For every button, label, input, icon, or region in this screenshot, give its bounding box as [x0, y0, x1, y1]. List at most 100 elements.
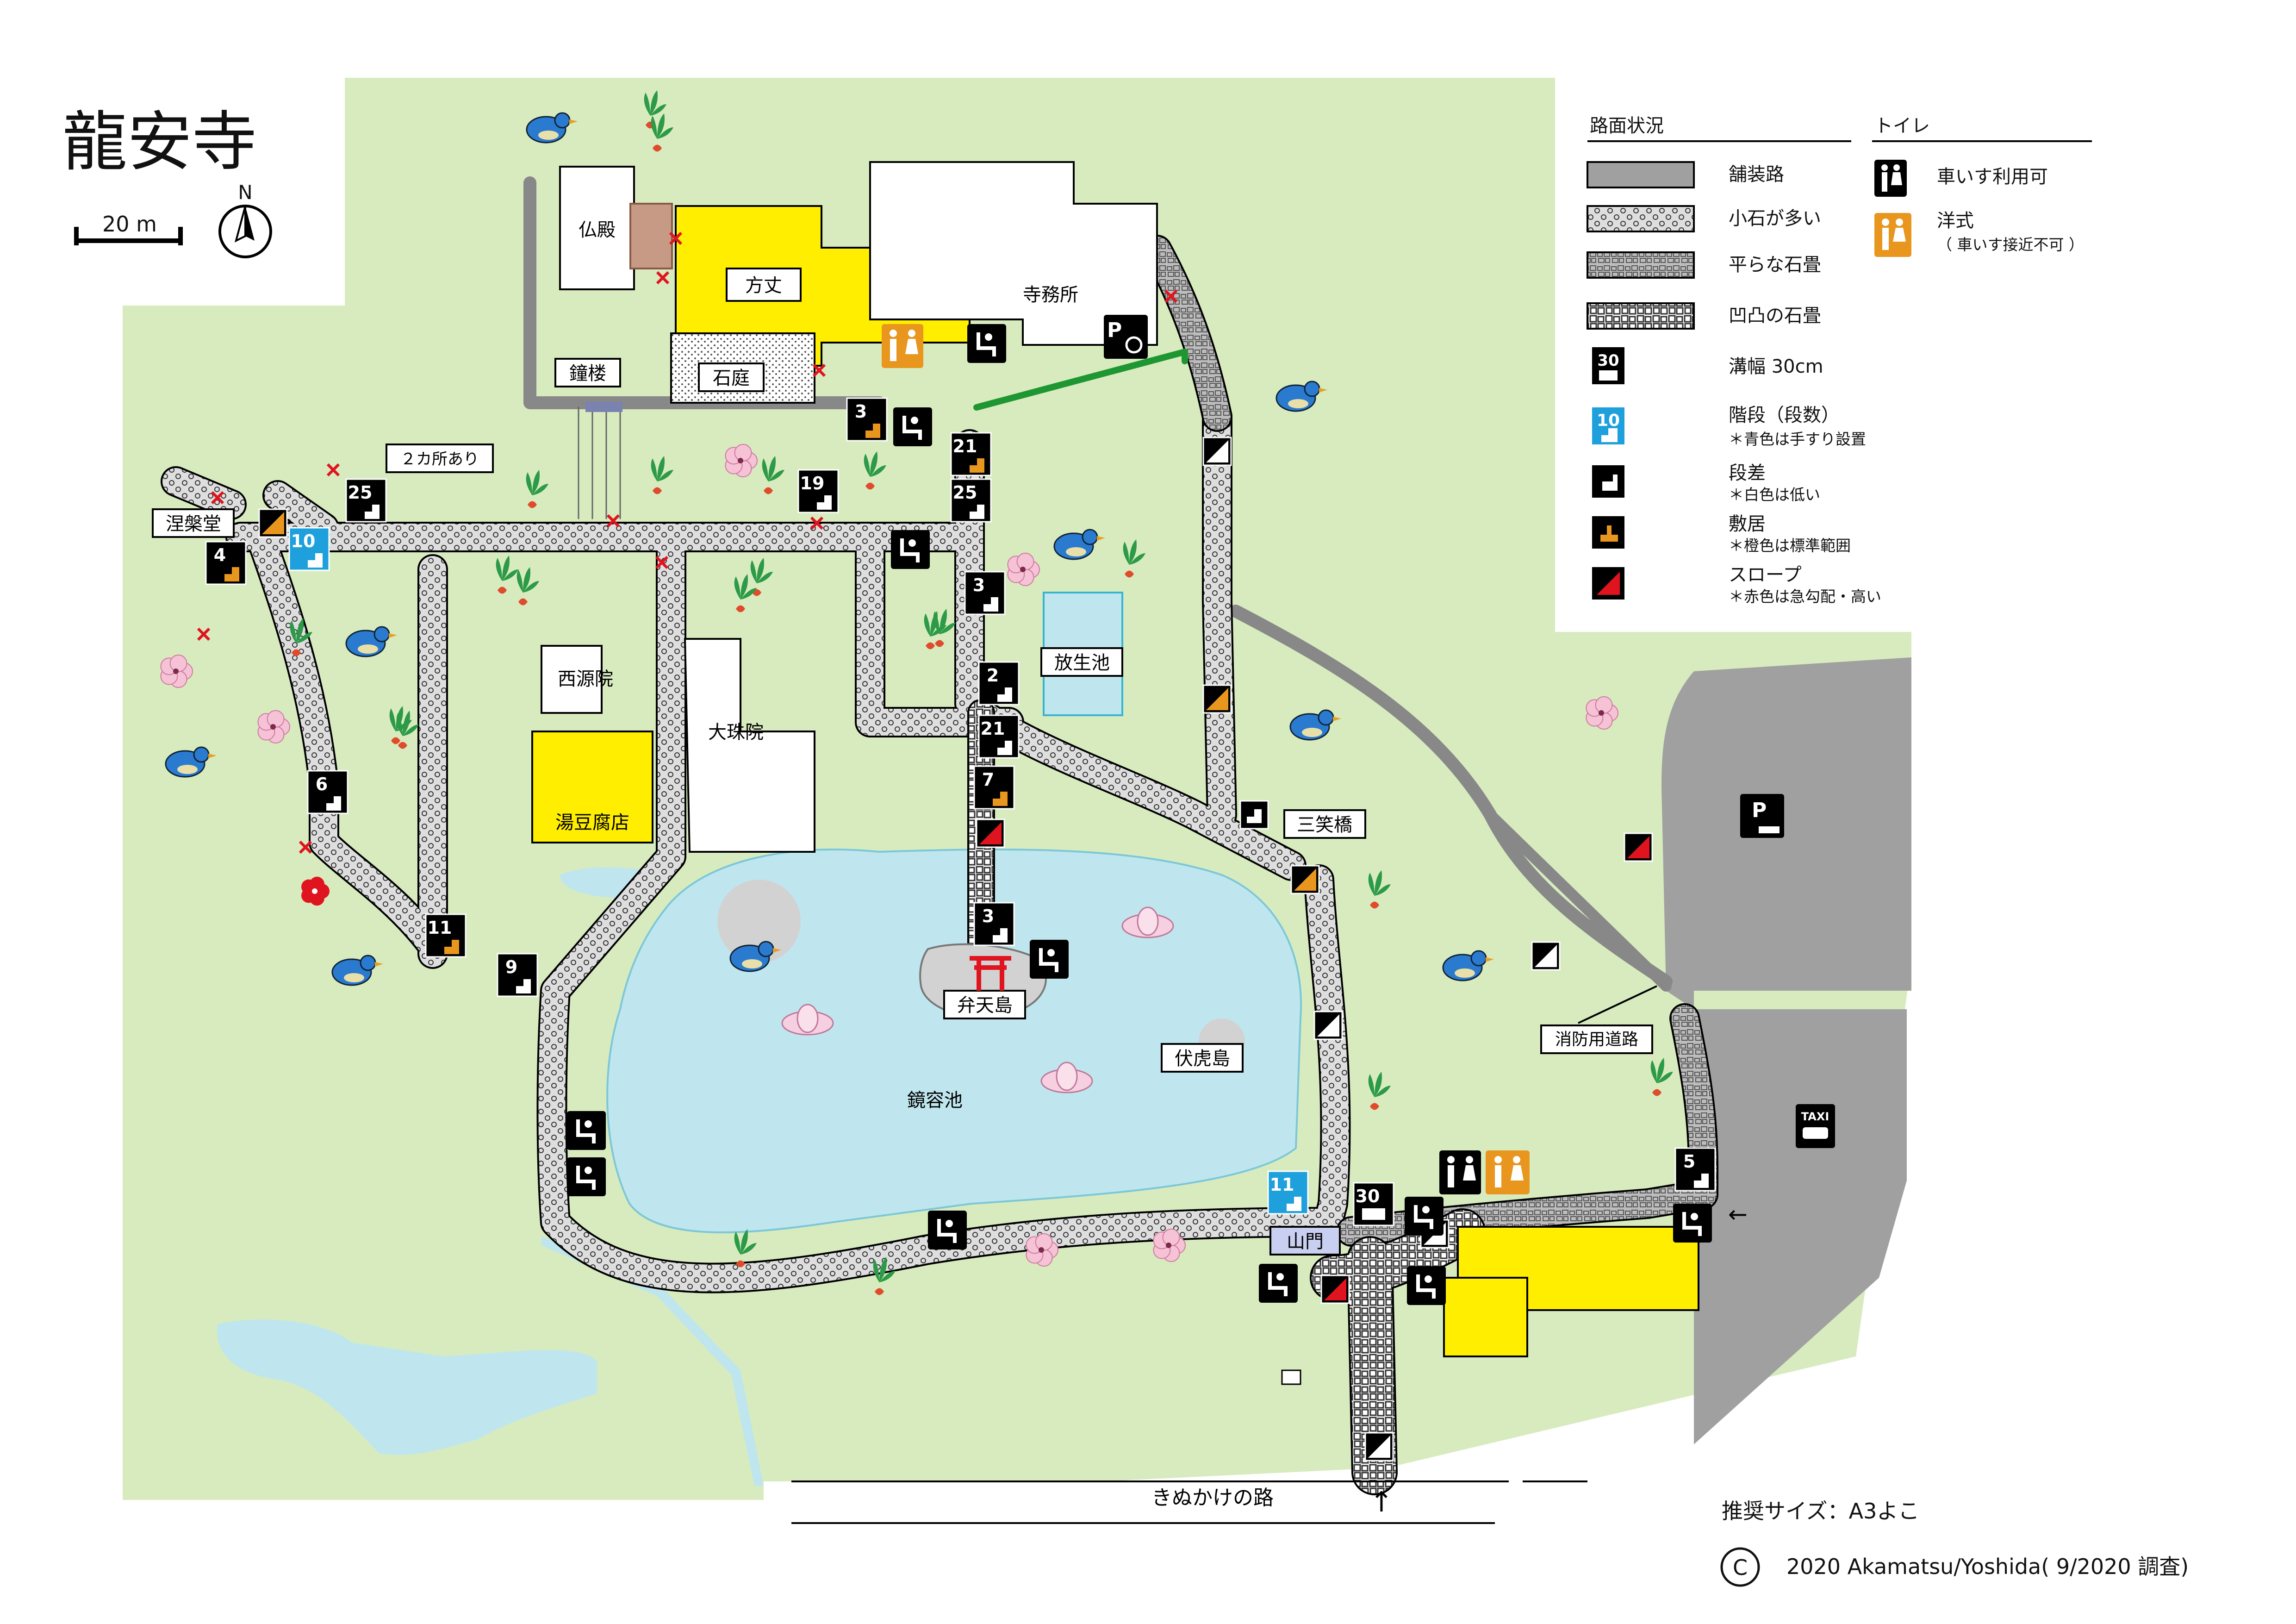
buildings: [531, 161, 1699, 1385]
svg-text:7: 7: [982, 769, 994, 790]
stairs-marker-11: 11: [425, 913, 467, 958]
svg-text:3: 3: [973, 575, 985, 595]
plum-flower-icon: [301, 876, 330, 906]
sakura-icon: [725, 443, 758, 478]
stairs-marker-3: 3: [846, 397, 888, 442]
svg-text:6: 6: [316, 774, 328, 794]
decorations: [160, 90, 1673, 1295]
svg-text:5: 5: [1683, 1151, 1695, 1172]
svg-text:＊青色は手すり設置: ＊青色は手すり設置: [1729, 430, 1866, 448]
svg-text:舗装路: 舗装路: [1729, 164, 1784, 185]
svg-text:9: 9: [505, 957, 517, 977]
sakura-icon: [160, 654, 193, 688]
svg-text:10: 10: [291, 531, 316, 551]
svg-text:P: P: [1107, 319, 1122, 342]
bird-icon: [1053, 529, 1105, 560]
label-bentenjima: 弁天島: [957, 995, 1013, 1016]
bench-icon: [567, 1157, 606, 1196]
gate-post: [1281, 1369, 1301, 1385]
slope-red-icon: [1624, 832, 1653, 862]
title-panel: [123, 78, 345, 305]
slope-white-icon: [1313, 1011, 1343, 1040]
slope-white-icon: [1364, 1432, 1394, 1462]
svg-text:敷居: 敷居: [1729, 513, 1766, 535]
label-sanmon: 山門: [1287, 1231, 1324, 1252]
plant-icon: [1650, 1058, 1673, 1096]
footer: 推奨サイズ：A3よこ C 2020 Akamatsu/Yoshida( 9/20…: [1720, 1499, 2189, 1587]
legend-threshold-icon: [1592, 516, 1624, 549]
butsuden-building: [559, 166, 635, 290]
plant-icon: [924, 611, 946, 650]
svg-text:車いす利用可: 車いす利用可: [1937, 166, 2048, 187]
stairs-marker-11: 11: [1267, 1170, 1309, 1215]
wheelchair-route: [973, 349, 1188, 411]
bench-icon: [1030, 940, 1069, 979]
label-sekitei: 石庭: [713, 368, 750, 389]
daijuin-building: [684, 638, 815, 853]
plant-icon: [734, 1229, 757, 1268]
bench-icon: [1405, 1197, 1444, 1236]
bench-icon: [1259, 1264, 1298, 1303]
legend-slope-icon: [1592, 567, 1624, 600]
label-kyoyochi: 鏡容池: [907, 1090, 963, 1111]
label-shobo: 消防用道路: [1555, 1030, 1638, 1049]
parking-wheelchair-icon: P: [1104, 315, 1148, 359]
label-hojo: 方丈: [745, 275, 782, 296]
copyright-text: 2020 Akamatsu/Yoshida( 9/2020 調査): [1786, 1554, 2189, 1579]
closed-x-icon: [655, 556, 669, 569]
legend-swatch-rough: [1587, 302, 1695, 330]
bench-icon: [891, 530, 930, 569]
torii-icon: [970, 956, 1011, 991]
sakura-icon: [1586, 696, 1618, 730]
closed-x-icon: [299, 840, 312, 854]
lotus-icon: [1121, 906, 1174, 938]
toilet-wheelchair-icon: [1439, 1150, 1481, 1194]
svg-text:C: C: [1733, 1555, 1748, 1580]
legend-swatch-pebbles: [1587, 205, 1695, 232]
jimusho-building: [869, 161, 1158, 346]
slope-orange-icon: [1202, 684, 1232, 714]
bench-icon: [967, 324, 1006, 363]
north-arrow-icon: N: [218, 181, 272, 258]
bird-icon: [165, 746, 217, 778]
stairs-marker-9: 9: [497, 953, 538, 997]
stairs-marker-6: 6: [307, 770, 348, 814]
label-saigenin: 西源院: [558, 668, 613, 690]
svg-text:30: 30: [1597, 351, 1619, 370]
symbol-icons: [258, 324, 1712, 1462]
svg-text:スロープ: スロープ: [1729, 564, 1802, 586]
parking-icon: P: [1740, 794, 1784, 838]
label-sanshobashi: 三笑橋: [1297, 814, 1352, 836]
svg-text:段差: 段差: [1729, 462, 1766, 484]
stairs-marker-7: 7: [973, 765, 1015, 810]
sakura-icon: [1026, 1233, 1058, 1267]
sakura-icon: [257, 710, 290, 744]
label-kinukake: きぬかけの路: [1151, 1486, 1274, 1510]
plant-icon: [516, 567, 539, 606]
svg-text:3: 3: [855, 401, 867, 422]
slope-red-icon: [1320, 1274, 1350, 1304]
legend-swatch-paved: [1587, 161, 1695, 188]
legend-toilet-western-icon: [1874, 213, 1911, 257]
stairs-marker-25: 25: [345, 478, 387, 523]
closed-x-icon: [812, 363, 826, 377]
svg-text:平らな石畳: 平らな石畳: [1729, 254, 1821, 275]
svg-text:＊白色は低い: ＊白色は低い: [1729, 486, 1820, 504]
svg-text:（ 車いす接近不可 ）: （ 車いす接近不可 ）: [1937, 236, 2084, 254]
bird-icon: [331, 955, 383, 986]
svg-text:21: 21: [953, 436, 977, 456]
bench-icon: [567, 1111, 606, 1150]
closed-x-icon: [656, 271, 670, 285]
plant-icon: [496, 556, 518, 594]
plant-icon: [651, 456, 673, 494]
label-fukkojima: 伏虎島: [1175, 1048, 1230, 1069]
butsuden-annex: [629, 203, 673, 269]
bench-icon: [1673, 1204, 1712, 1243]
svg-text:小石が多い: 小石が多い: [1729, 208, 1821, 229]
bird-icon: [526, 112, 578, 144]
svg-text:3: 3: [982, 906, 994, 926]
plant-icon: [1368, 1072, 1391, 1110]
svg-text:階段（段数）: 階段（段数）: [1729, 405, 1840, 426]
